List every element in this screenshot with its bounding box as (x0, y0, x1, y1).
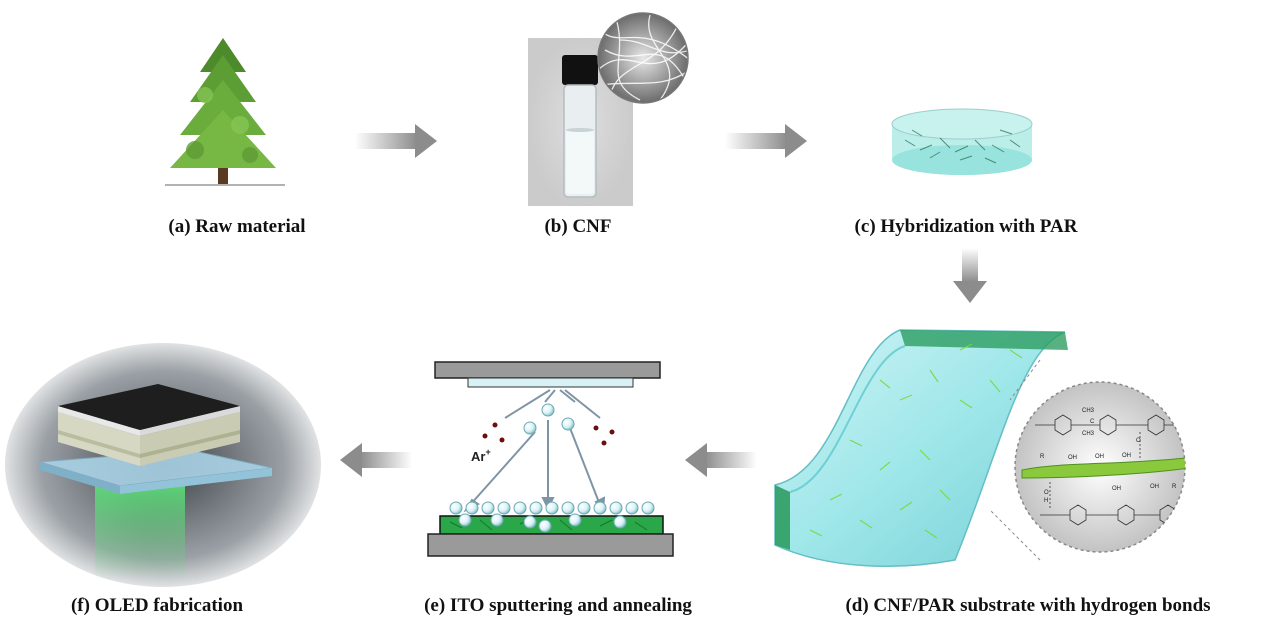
chem-label-oh: OH (1068, 455, 1077, 461)
chem-label-ch3: CH3 (1082, 431, 1095, 437)
caption-c: (c) Hybridization with PAR (854, 216, 1078, 237)
arrow-b-to-c (725, 124, 807, 158)
chem-label-oh: OH (1095, 454, 1104, 460)
tree-illustration (165, 38, 285, 186)
chem-label-o: O (1136, 438, 1141, 444)
sputtering-chamber-illustration: Ar+ (427, 361, 674, 557)
caption-a: (a) Raw material (168, 216, 306, 237)
chem-label-oh: OH (1122, 453, 1131, 459)
chem-label-c: C (1090, 419, 1095, 425)
chem-label-oh: OH (1150, 484, 1159, 490)
petri-dish-illustration (891, 108, 1033, 175)
chem-label-r: R (1040, 454, 1045, 460)
cnf-vial-photo (528, 38, 633, 206)
chem-label-h: H (1044, 498, 1048, 504)
argon-ion-label: Ar+ (471, 447, 491, 464)
chem-label-oh: OH (1112, 486, 1121, 492)
caption-e: (e) ITO sputtering and annealing (424, 595, 692, 616)
caption-b: (b) CNF (544, 216, 612, 237)
chem-label-r: R (1172, 484, 1177, 490)
arrow-c-to-d (953, 248, 987, 303)
cnf-par-substrate-illustration (774, 329, 1068, 567)
chem-label-ch3: CH3 (1082, 408, 1095, 414)
arrow-e-to-f (340, 443, 412, 477)
oled-device-illustration (5, 343, 321, 587)
chem-label-o: O (1044, 490, 1049, 496)
caption-f: (f) OLED fabrication (70, 595, 244, 616)
arrow-d-to-e (685, 443, 757, 477)
sem-inset-icon (597, 12, 689, 104)
arrow-a-to-b (355, 124, 437, 158)
caption-d: (d) CNF/PAR substrate with hydrogen bond… (845, 595, 1211, 616)
hydrogen-bond-zoom-inset: R OH OH OH OH OH R O H O CH3 C CH3 (989, 359, 1186, 561)
